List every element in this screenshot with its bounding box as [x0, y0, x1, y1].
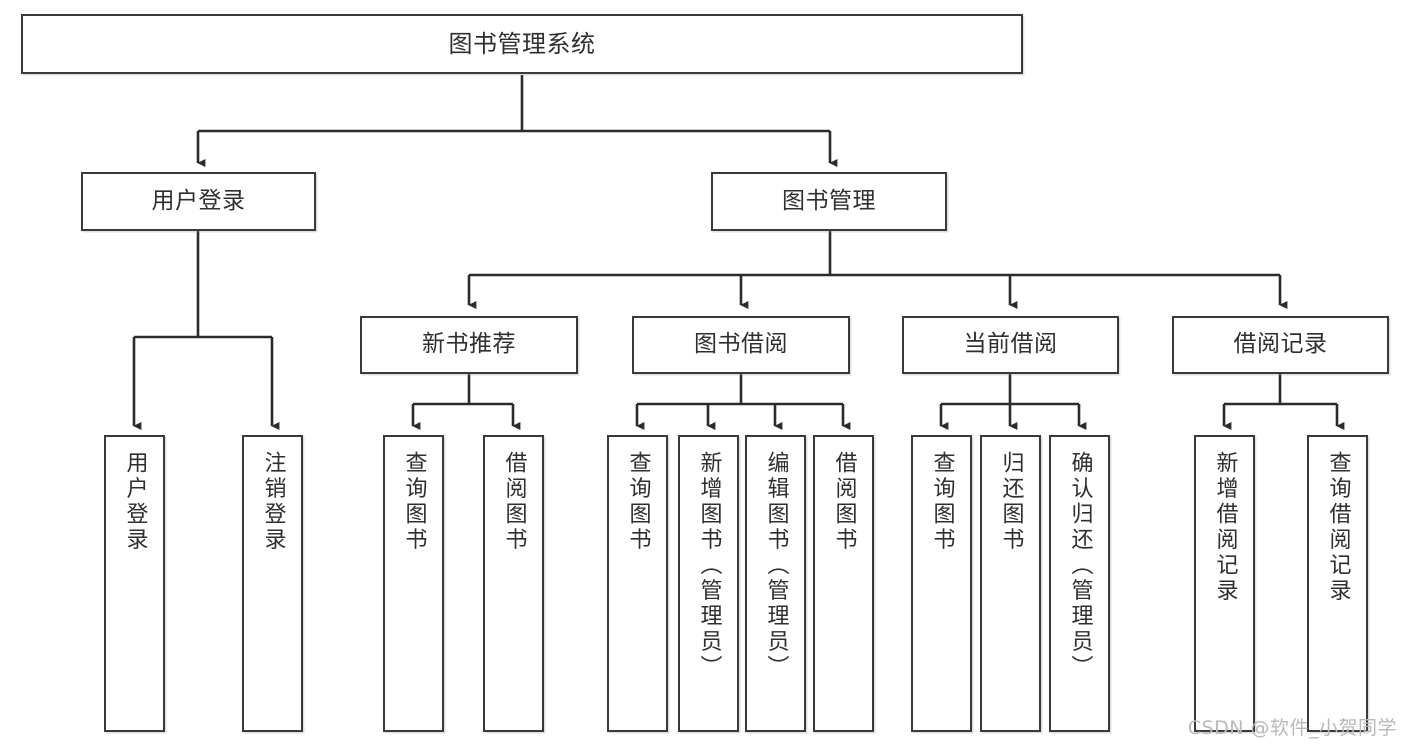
node-leaf-borrow-book-recommend[interactable]: 借阅图书 [483, 435, 544, 732]
node-leaf-return-book[interactable]: 归还图书 [980, 435, 1041, 732]
node-label: 查询图书 [625, 451, 651, 553]
node-label: 图书管理 [782, 187, 876, 214]
node-label: 用户登录 [151, 187, 246, 214]
node-label: 新增图书（管理员） [696, 451, 722, 681]
node-borrow-record[interactable]: 借阅记录 [1172, 316, 1389, 374]
node-leaf-borrow-book[interactable]: 借阅图书 [813, 435, 874, 732]
node-label: 当前借阅 [963, 331, 1058, 358]
node-label: 借阅图书 [501, 451, 527, 553]
node-leaf-add-book-admin[interactable]: 新增图书（管理员） [678, 435, 739, 732]
node-label: 确认归还（管理员） [1067, 451, 1093, 681]
node-label: 查询借阅记录 [1325, 451, 1351, 604]
node-current-borrow[interactable]: 当前借阅 [902, 316, 1119, 374]
node-book-borrow[interactable]: 图书借阅 [632, 316, 850, 374]
node-book-management[interactable]: 图书管理 [711, 172, 947, 231]
node-label: 图书借阅 [694, 331, 788, 358]
csdn-watermark: CSDN @软件_小贺同学 [1187, 717, 1397, 739]
node-label: 查询图书 [401, 451, 427, 553]
node-label: 查询图书 [929, 451, 955, 553]
node-leaf-confirm-return-admin[interactable]: 确认归还（管理员） [1049, 435, 1110, 732]
node-label: 注销登录 [260, 451, 286, 553]
node-label: 新增借阅记录 [1212, 451, 1238, 604]
node-leaf-query-book-current[interactable]: 查询图书 [911, 435, 972, 732]
node-leaf-user-login[interactable]: 用户登录 [104, 435, 165, 732]
node-label: 借阅记录 [1233, 331, 1328, 358]
node-leaf-edit-book-admin[interactable]: 编辑图书（管理员） [745, 435, 806, 732]
node-label: 用户登录 [122, 451, 148, 553]
node-label: 图书管理系统 [448, 29, 596, 58]
node-leaf-logout[interactable]: 注销登录 [242, 435, 303, 732]
node-label: 编辑图书（管理员） [763, 451, 789, 681]
node-user-login[interactable]: 用户登录 [81, 172, 316, 231]
node-new-book-recommend[interactable]: 新书推荐 [360, 316, 578, 374]
node-root-system[interactable]: 图书管理系统 [21, 14, 1023, 74]
node-leaf-query-book-borrow[interactable]: 查询图书 [607, 435, 668, 732]
node-label: 新书推荐 [422, 331, 516, 358]
node-leaf-query-borrow-record[interactable]: 查询借阅记录 [1307, 435, 1368, 732]
node-label: 归还图书 [998, 451, 1024, 553]
node-leaf-query-book-recommend[interactable]: 查询图书 [383, 435, 444, 732]
node-label: 借阅图书 [831, 451, 857, 553]
node-leaf-add-borrow-record[interactable]: 新增借阅记录 [1194, 435, 1255, 732]
